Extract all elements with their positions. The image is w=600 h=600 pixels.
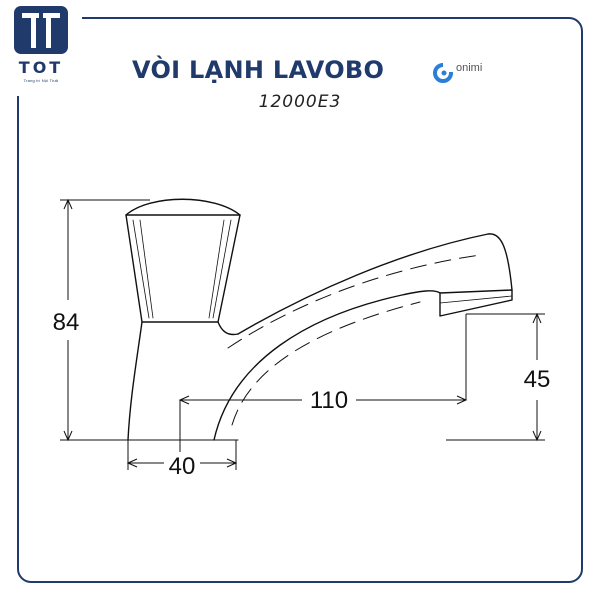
logo-tagline: Trang trí Nội Thất [23, 78, 59, 83]
product-title: VÒI LẠNH LAVOBO [132, 56, 385, 84]
model-code: 12000E3 [258, 92, 342, 112]
faucet-handle [125, 214, 241, 323]
page-frame [17, 17, 583, 583]
faucet-handle-cap [125, 198, 241, 216]
brand-name: onimi [456, 62, 483, 74]
logo-text: TOT [18, 58, 64, 77]
faucet-spout-top [237, 233, 513, 335]
faucet-spout-bottom [213, 290, 441, 441]
faucet-body [127, 321, 143, 441]
dim-label-height: 84 [53, 309, 80, 336]
tot-logo-mark [14, 6, 68, 54]
faucet-aerator [439, 289, 513, 317]
brand-logo: onimi [432, 62, 482, 86]
tot-logo: TOT Trang trí Nội Thất [0, 0, 82, 96]
dim-label-spout-height: 45 [524, 366, 551, 393]
dim-label-base-width: 40 [169, 453, 196, 480]
dim-label-spout-reach: 110 [310, 387, 348, 414]
brand-swirl-icon [433, 62, 454, 83]
